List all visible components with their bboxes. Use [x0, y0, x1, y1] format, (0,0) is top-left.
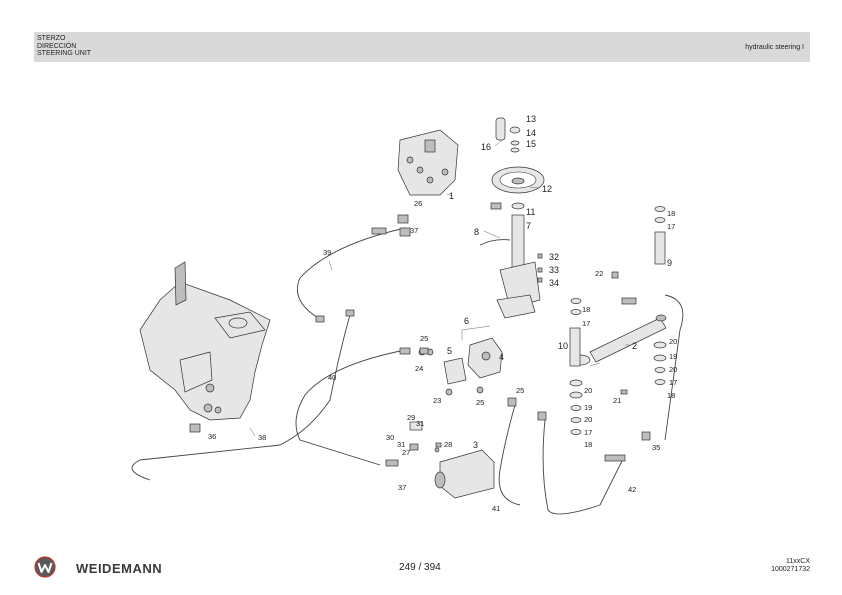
callout-29: 29 — [407, 413, 415, 422]
callout-7: 7 — [526, 221, 531, 231]
callout-18c: 18 — [667, 391, 675, 400]
callout-17a: 17 — [667, 222, 675, 231]
callout-37b: 37 — [398, 483, 406, 492]
callout-20b: 20 — [669, 365, 677, 374]
brand-name: WEIDEMANN — [76, 561, 163, 576]
leader-lines — [249, 139, 664, 437]
callout-14: 14 — [526, 128, 536, 138]
callout-21: 21 — [613, 396, 621, 405]
control-valve-block — [397, 129, 459, 196]
section-label: hydraulic steering I — [745, 44, 804, 51]
callout-31a: 31 — [416, 419, 424, 428]
document-code: 11xxCX 1000271732 — [771, 558, 810, 574]
steering-cylinder — [569, 231, 667, 367]
callout-41: 41 — [492, 504, 500, 513]
callout-42: 42 — [628, 485, 636, 494]
page-number: 249 / 394 — [399, 562, 441, 573]
document-number: 1000271732 — [771, 566, 810, 573]
callout-20c: 20 — [584, 386, 592, 395]
callout-23: 23 — [433, 396, 441, 405]
callout-2: 2 — [632, 341, 637, 351]
hydraulic-hoses — [131, 227, 684, 515]
callout-11: 11 — [526, 207, 535, 217]
callout-3: 3 — [473, 440, 478, 450]
frame-bracket — [139, 261, 271, 421]
callout-25c: 25 — [516, 386, 524, 395]
callout-19a: 19 — [669, 352, 677, 361]
callout-18a: 18 — [667, 209, 675, 218]
callout-1: 1 — [449, 191, 454, 201]
callout-10: 10 — [558, 341, 568, 351]
callout-17c: 17 — [669, 378, 677, 387]
callout-40: 40 — [328, 373, 336, 382]
weidemann-logo-icon — [34, 556, 56, 578]
callout-13: 13 — [526, 114, 536, 124]
steering-wheel — [491, 117, 545, 194]
callout-34: 34 — [549, 278, 559, 288]
callout-20a: 20 — [669, 337, 677, 346]
title-english: STEERING UNIT — [37, 50, 92, 58]
callout-17d: 17 — [584, 428, 592, 437]
title-spanish: DIRECCIÓN — [37, 42, 77, 50]
seal-rings — [569, 206, 667, 435]
callout-36: 36 — [208, 432, 216, 441]
callout-24: 24 — [415, 364, 423, 373]
steering-unit-orbitrol — [418, 337, 503, 396]
callout-28: 28 — [444, 440, 452, 449]
callout-16: 16 — [481, 142, 491, 152]
page-header: STERZO DIRECCIÓN STEERING UNIT hydraulic… — [34, 32, 810, 62]
callouts: 1 2 3 4 5 6 7 8 9 10 11 12 13 14 15 16 1… — [208, 114, 677, 513]
callout-22: 22 — [595, 269, 603, 278]
callout-6: 6 — [464, 316, 469, 326]
callout-39: 39 — [323, 248, 331, 257]
callout-38: 38 — [258, 433, 266, 442]
callout-18b: 18 — [582, 305, 590, 314]
hydraulic-pump — [409, 421, 495, 499]
callout-25b: 25 — [476, 398, 484, 407]
callout-25a: 25 — [420, 334, 428, 343]
callout-32: 32 — [549, 252, 559, 262]
callout-31b: 31 — [397, 440, 405, 449]
title-italian: STERZO — [37, 35, 66, 42]
callout-33: 33 — [549, 265, 559, 275]
callout-37a: 37 — [410, 226, 418, 235]
model-code: 11xxCX — [786, 558, 810, 565]
steering-column — [479, 202, 541, 319]
callout-19b: 19 — [584, 403, 592, 412]
callout-27: 27 — [402, 448, 410, 457]
hose-fittings — [189, 214, 651, 467]
callout-26: 26 — [414, 199, 422, 208]
header-titles: STERZO DIRECCIÓN STEERING UNIT — [37, 35, 91, 58]
callout-4: 4 — [499, 352, 504, 362]
callout-30: 30 — [386, 433, 394, 442]
callout-15: 15 — [526, 139, 536, 149]
callout-5: 5 — [447, 346, 452, 356]
callout-12: 12 — [542, 184, 552, 194]
callout-8: 8 — [474, 227, 479, 237]
callout-17b: 17 — [582, 319, 590, 328]
callout-35: 35 — [652, 443, 660, 452]
callout-9: 9 — [667, 258, 672, 268]
callout-20d: 20 — [584, 415, 592, 424]
callout-18d: 18 — [584, 440, 592, 449]
